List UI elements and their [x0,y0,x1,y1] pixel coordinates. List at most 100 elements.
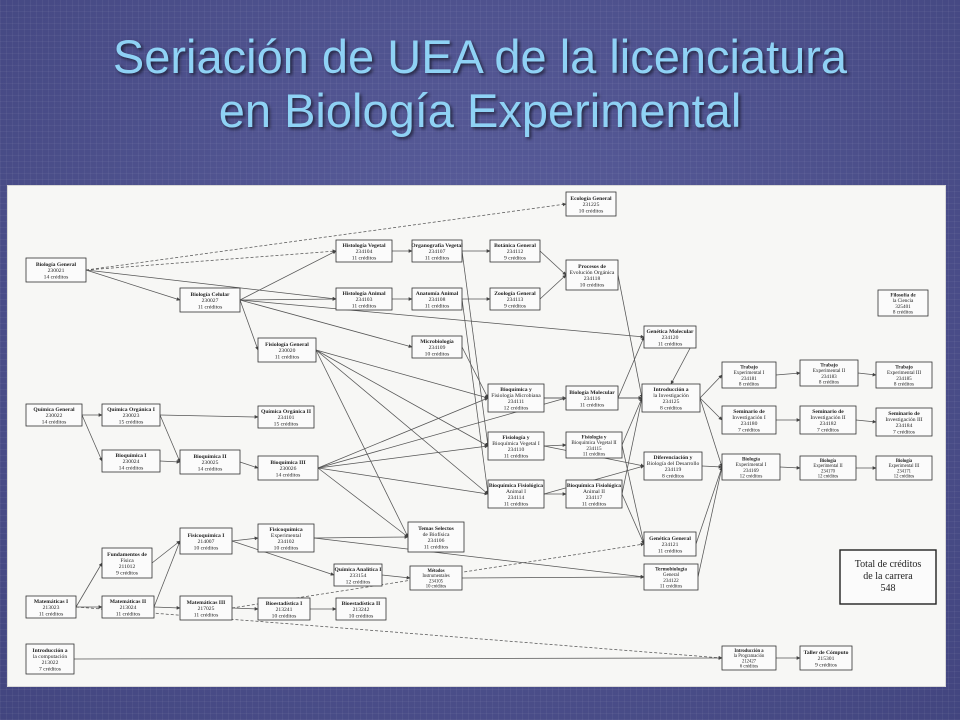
prerequisite-arrow [695,466,723,545]
course-box [179,287,241,313]
course-label: Investigación III [885,417,922,423]
course-label: 213024 [120,605,137,611]
course-label: 11 créditos [352,303,377,309]
course-box [487,383,545,413]
course-label: Seminario de [812,409,844,415]
prerequisite-arrow [85,269,337,301]
course-box [335,597,387,621]
course-label: 11 créditos [504,453,529,459]
course-label: 14 créditos [198,466,223,472]
course-label: Biología del Desarrollo [647,461,700,467]
course-label: Introducción a [734,649,764,654]
prerequisite-arrow [539,274,567,300]
course-label: 234116 [584,396,601,402]
course-label: Seminario de [888,411,920,417]
course-box [179,595,233,621]
course-label: Botánica General [494,243,536,249]
prerequisite-arrow [239,461,259,469]
course-label: la Ciencia [893,298,914,304]
prerequisite-arrow [313,535,409,539]
course-label: Bioquímica y [500,387,532,393]
course-label: 10 créditos [580,282,605,288]
course-box [565,479,623,509]
course-label: Experimental I [734,370,765,376]
prerequisite-arrow [239,299,259,351]
course-label: Química Orgánica II [261,409,311,415]
course-label: 8 créditos [894,382,914,388]
course-label: Bioquímica I [116,453,147,459]
course-box [411,335,463,359]
prerequisite-arrow [699,374,723,399]
course-label: Bioquímica Vegetal II [571,440,617,446]
course-label: 325401 [895,304,911,310]
course-label: Zoología General [494,291,536,297]
course-label: 10 créditos [425,351,450,357]
course-label: Histología Vegetal [342,243,385,249]
course-label: Experimental I [736,462,767,468]
course-label: 7 créditos [817,427,839,433]
course-label: 211012 [119,564,136,570]
course-label: Fisicoquímica [269,527,302,533]
course-box [257,455,319,481]
course-label: 10 créditos [272,613,297,619]
course-label: Fisiología General [265,342,309,348]
course-label: Experimental II [813,464,843,469]
course-label: 11 créditos [425,303,450,309]
total-credits-value: 548 [881,583,896,594]
course-label: 234170 [821,469,836,474]
prerequisite-arrow [315,349,489,495]
course-box [875,361,933,389]
course-label: 215301 [818,656,835,662]
prerequisite-arrow [85,202,567,271]
course-label: 234125 [663,399,680,405]
prerequisite-arrow [697,466,724,578]
course-label: Animal I [506,489,526,495]
prerequisite-arrow [159,414,181,463]
course-label: 11 créditos [580,402,605,408]
prerequisite-arrow [461,250,490,447]
course-label: 14 créditos [276,472,301,478]
course-label: 212427 [742,659,757,664]
course-label: Biología Molecular [569,390,615,396]
course-box [489,239,541,263]
prerequisite-arrow [699,397,723,421]
course-box [641,383,701,413]
prerequisite-arrow [231,542,645,609]
course-label: 234182 [820,421,837,427]
course-label: 11 créditos [658,548,683,554]
course-label: Procesos de [578,264,606,270]
course-label: 234103 [356,297,373,303]
course-label: 234118 [584,276,601,282]
prerequisite-arrow [621,397,643,446]
course-label: 234111 [508,399,525,405]
course-label: Bioestadística I [266,601,303,607]
prerequisite-arrow [239,299,645,339]
course-label: 12 créditos [346,579,371,585]
prerequisite-arrow [75,562,103,608]
course-label: Trabajo [740,364,758,370]
course-box [409,565,463,591]
course-label: 9 créditos [504,303,526,309]
course-box [643,325,697,349]
course-label: 11 créditos [583,452,606,458]
course-box [101,547,153,579]
